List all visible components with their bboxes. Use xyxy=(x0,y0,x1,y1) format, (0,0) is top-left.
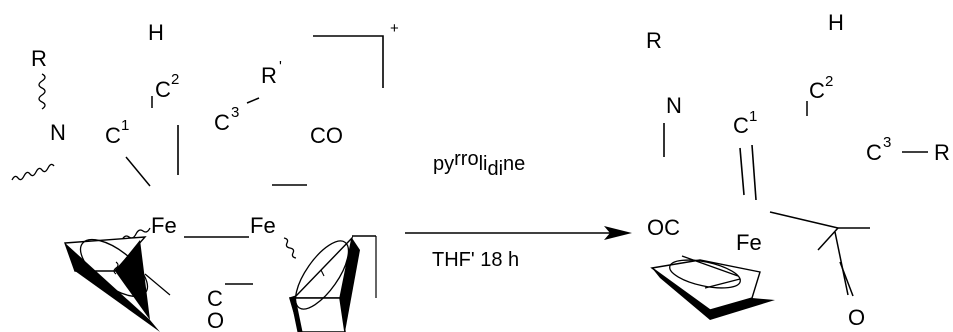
product-oc-label: OC xyxy=(647,215,680,240)
reagent-part-5: ne xyxy=(503,153,525,175)
reactant-bond-c1-fe xyxy=(125,156,151,187)
reaction-arrow-group: pyrrolidine THF' 18 h xyxy=(405,148,632,271)
reactant-c2-label: C xyxy=(155,77,171,102)
reactant-c1-superscript: 1 xyxy=(121,117,129,134)
product-c1-label: C xyxy=(733,113,749,138)
reaction-arrow-head xyxy=(604,226,632,240)
product-c3-superscript: 3 xyxy=(883,134,891,151)
product-c2-superscript: 2 xyxy=(825,73,833,90)
product-bond-co-double-b xyxy=(839,261,854,297)
reagent-label: pyrrolidine xyxy=(433,148,525,180)
product-bond-c1-double-b xyxy=(751,144,757,201)
reagent-part-2: rro xyxy=(454,148,478,170)
reactant-c2-superscript: 2 xyxy=(171,71,179,88)
reactant-h-label: H xyxy=(148,20,164,45)
reagent-part-1: py xyxy=(433,153,454,175)
product-bond-fe-acyl xyxy=(769,211,839,229)
reactant-bond-c3-r-prime xyxy=(246,97,260,104)
product-r-top-label: R xyxy=(646,28,662,53)
reagent-part-3: li xyxy=(479,153,488,175)
product-cp-ring xyxy=(650,255,775,320)
reactant-wavy-bond-n xyxy=(11,163,55,181)
reactant-c1-label: C xyxy=(105,123,121,148)
cationic-bracket xyxy=(313,35,384,88)
product-bond-c1-double-a xyxy=(739,147,745,196)
product-r-right-label: R xyxy=(934,140,950,165)
product-c1-superscript: 1 xyxy=(749,108,757,125)
reactant-n-label: N xyxy=(50,120,66,145)
reactant-fe-left-label: Fe xyxy=(151,213,177,238)
product-bond-acyl-diag xyxy=(817,227,839,251)
product-bond-co-double-a xyxy=(834,231,849,296)
reactant-r-prime-mark: ' xyxy=(279,58,282,75)
product-o-label: O xyxy=(848,305,865,330)
reactant-bridge-o-label: O xyxy=(207,308,224,332)
product-fe-label: Fe xyxy=(736,230,762,255)
reactant-cp-ring-left xyxy=(64,236,171,332)
reactant-wavy-bond-fe-right xyxy=(283,237,297,259)
reactant-bridge-c-label: C xyxy=(207,286,223,311)
product-n-label: N xyxy=(666,93,682,118)
reactant-wavy-bond-r xyxy=(38,73,46,110)
reagent-part-4: di xyxy=(487,158,503,180)
product-c2-label: C xyxy=(809,78,825,103)
cationic-charge: + xyxy=(390,20,399,37)
conditions-label: THF' 18 h xyxy=(432,249,519,271)
product-c3-label: C xyxy=(866,140,882,165)
reactant-r-label: R xyxy=(31,46,47,71)
reactant-r-prime-label: R xyxy=(261,63,277,88)
reactant-fe-right-label: Fe xyxy=(250,213,276,238)
reactant-c3-superscript: 3 xyxy=(231,104,239,121)
product-h-label: H xyxy=(828,10,844,35)
reactant-c3-label: C xyxy=(214,110,230,135)
reactant-structure: R H N C 1 C 2 C 3 R ' CO + Fe Fe C O xyxy=(11,20,399,332)
product-structure: R H N C 1 C 2 C 3 R OC Fe O xyxy=(646,10,950,330)
reactant-cp-ring-right xyxy=(288,235,360,332)
reactant-co-label: CO xyxy=(310,123,343,148)
